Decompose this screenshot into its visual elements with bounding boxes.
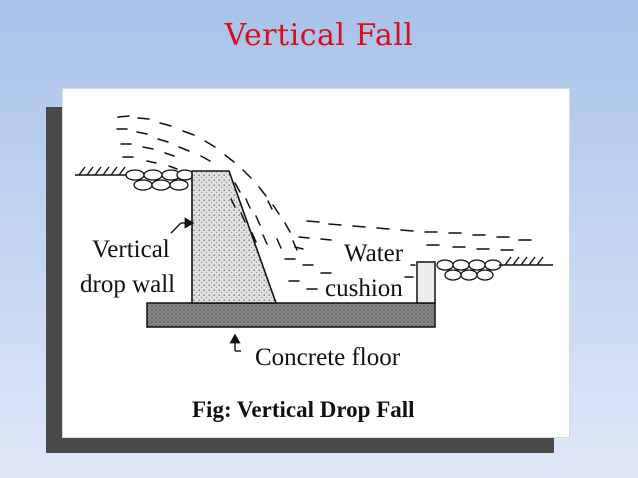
concrete-floor (146, 302, 436, 328)
figure-caption: Fig: Vertical Drop Fall (192, 397, 415, 422)
downstream-end-wall (416, 261, 436, 304)
vertical-fall-diagram: Vertical drop wall Water cushion Concret… (75, 115, 553, 422)
concrete-floor-label: Concrete floor (255, 344, 401, 371)
water-cushion-label-line2: cushion (325, 275, 403, 302)
water-flow (116, 115, 532, 290)
downstream-ground (499, 256, 553, 266)
downstream-riprap (436, 259, 502, 281)
water-cushion-label-line1: Water (344, 240, 404, 267)
upstream-riprap (125, 169, 194, 191)
figure-card: Vertical drop wall Water cushion Concret… (62, 88, 570, 438)
slide-title: Vertical Fall (224, 18, 414, 53)
drop-wall-label-line1: Vertical (92, 236, 170, 263)
drop-wall-label-line2: drop wall (80, 271, 175, 298)
vertical-drop-wall (191, 170, 278, 304)
drop-wall-pointer (170, 222, 182, 234)
